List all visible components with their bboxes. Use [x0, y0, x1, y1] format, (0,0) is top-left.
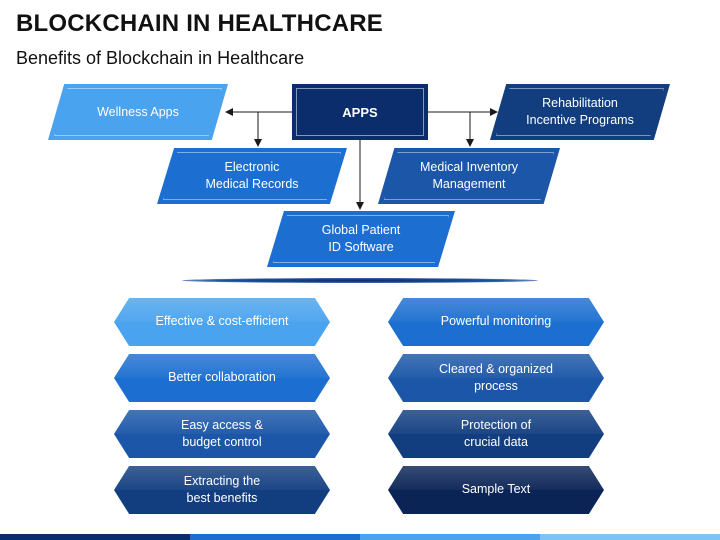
benefit-right-3-label: Protection of crucial data	[460, 417, 532, 449]
app-inventory: Medical Inventory Management	[378, 148, 560, 204]
apps-hub-label: APPS	[342, 104, 378, 120]
app-emr-label: Electronic Medical Records	[205, 160, 299, 191]
app-rehab: Rehabilitation Incentive Programs	[490, 84, 670, 140]
app-patient-id: Global Patient ID Software	[267, 211, 455, 267]
benefit-left-4-label: Extracting the best benefits	[183, 473, 261, 505]
benefit-right-2: Cleared & organized process	[388, 354, 604, 402]
app-inventory-label: Medical Inventory Management	[420, 160, 518, 191]
benefit-right-4-label: Sample Text	[461, 482, 531, 497]
page-subtitle: Benefits of Blockchain in Healthcare	[16, 48, 305, 68]
footer-color-bar	[0, 534, 720, 540]
benefit-right-3: Protection of crucial data	[388, 410, 604, 458]
benefit-right-1: Powerful monitoring	[388, 298, 604, 346]
app-rehab-label: Rehabilitation Incentive Programs	[526, 96, 634, 127]
benefit-left-1: Effective & cost-efficient	[114, 298, 330, 346]
benefit-left-3: Easy access & budget control	[114, 410, 330, 458]
apps-hub: APPS	[292, 84, 428, 140]
footer-bar-segment	[190, 534, 360, 540]
page-title: BLOCKCHAIN IN HEALTHCARE	[16, 10, 384, 37]
footer-bar-segment	[540, 534, 720, 540]
benefit-right-2-label: Cleared & organized process	[439, 361, 553, 393]
section-divider	[182, 278, 538, 283]
footer-bar-segment	[360, 534, 540, 540]
app-patient-id-label: Global Patient ID Software	[321, 223, 401, 254]
app-wellness: Wellness Apps	[48, 84, 228, 140]
benefit-left-2: Better collaboration	[114, 354, 330, 402]
benefit-left-3-label: Easy access & budget control	[181, 417, 263, 449]
benefit-left-1-label: Effective & cost-efficient	[155, 314, 289, 329]
app-emr: Electronic Medical Records	[157, 148, 347, 204]
benefit-right-1-label: Powerful monitoring	[440, 314, 552, 329]
benefit-left-4: Extracting the best benefits	[114, 466, 330, 514]
benefit-right-4: Sample Text	[388, 466, 604, 514]
benefit-left-2-label: Better collaboration	[168, 370, 276, 385]
app-wellness-label: Wellness Apps	[97, 104, 179, 119]
footer-bar-segment	[0, 534, 190, 540]
